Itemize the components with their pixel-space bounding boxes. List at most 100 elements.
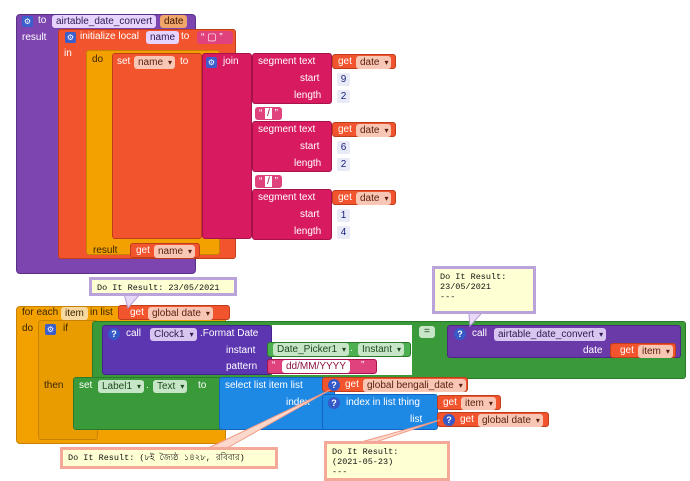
set-var-dropdown[interactable]: name [134,56,176,69]
segment-block-2[interactable] [252,121,332,172]
length-number[interactable]: 2 [337,90,350,103]
instant-label: instant [226,345,256,356]
procedure-result-label: result [22,32,47,43]
label-prop-dropdown[interactable]: Text [153,380,188,393]
segment-text-label: segment text [258,56,316,67]
for-each-label: for each [22,307,59,318]
join-gear-icon[interactable]: ⚙ [206,57,217,68]
start-label: start [300,209,320,220]
do-it-result-note-2: Do It Result: 23/05/2021 --- [432,266,536,314]
label-component-dropdown[interactable]: Label1 [98,380,145,393]
join-block[interactable] [202,53,252,239]
get-label: get [338,124,352,135]
set-label: set [117,56,131,67]
quote-close: ” [361,360,365,371]
get-label: get [338,56,352,67]
quote-open: “ [272,360,276,371]
help-icon[interactable]: ? [443,414,455,426]
index-in-list-label: index in list thing [346,397,420,408]
if-gear-icon[interactable]: ⚙ [45,324,56,335]
initialize-local-label: initialize local [80,31,139,42]
help-icon[interactable]: ? [328,397,340,409]
length-label: length [294,158,322,169]
segment-block-1[interactable] [252,53,332,104]
get-label: get [345,379,359,390]
pattern-value[interactable]: dd/MM/YYYY [282,360,351,373]
get-name-dropdown[interactable]: name [154,245,196,258]
get-var-dropdown[interactable]: date [356,192,392,205]
segment-block-3[interactable] [252,189,332,240]
do-label: do [92,54,104,65]
note-text: Do It Result: 23/05/2021 [97,283,220,293]
sep-text: / [265,108,272,119]
date-picker-dropdown[interactable]: Date_Picker1 [273,343,350,356]
clock-component-dropdown[interactable]: Clock1 [150,328,197,341]
join-label: join [223,56,239,67]
get-label: get [443,397,457,408]
start-number[interactable]: 9 [337,73,350,86]
length-number[interactable]: 2 [337,158,350,171]
get-label: get [620,345,634,356]
help-icon[interactable]: ? [328,379,340,391]
global-date-dropdown[interactable]: global date [148,307,213,320]
help-icon[interactable]: ? [108,328,120,340]
length-label: length [294,226,322,237]
get-label: get [338,192,352,203]
start-number[interactable]: 1 [337,209,350,222]
separator-string-1[interactable]: “ / ” [255,107,282,120]
segment-text-label: segment text [258,124,316,135]
get-var-dropdown[interactable]: date [356,124,392,137]
procedure-name-field[interactable]: airtable_date_convert [52,15,157,28]
index-label: index [286,397,310,408]
initialize-gear-icon[interactable]: ⚙ [65,32,76,43]
segment-text-label: segment text [258,192,316,203]
dot-sep: . [146,380,149,391]
separator-string-2[interactable]: “ / ” [255,175,282,188]
local-var-name[interactable]: name [146,31,180,44]
help-icon[interactable]: ? [454,328,466,340]
to-label: to [198,380,207,391]
procedure-to-label: to [38,15,47,26]
procedure-param[interactable]: date [160,15,188,28]
format-method-label: .Format Date [200,328,259,339]
instant-prop-dropdown[interactable]: Instant [358,343,405,356]
for-each-item-var[interactable]: item [61,307,88,320]
in-list-label: in list [90,307,113,318]
note-text: Do It Result: 23/05/2021 --- [440,272,507,302]
set-name-block[interactable] [112,53,202,239]
date-arg-label: date [583,345,603,356]
get-label: get [460,414,474,425]
bengali-var-dropdown[interactable]: global bengali_date [363,379,466,392]
result-label: result [93,245,118,256]
start-label: start [300,141,320,152]
empty-string-block[interactable]: “ ▢ ” [197,31,233,44]
length-number[interactable]: 4 [337,226,350,239]
get-item-dropdown[interactable]: item [461,397,496,410]
format-date-block[interactable] [102,325,272,375]
procedure-gear-icon[interactable]: ⚙ [22,16,33,27]
do-it-result-note-3: Do It Result: (৮ই জ্যৈষ্ঠ ১৪২৮, রবিবার) [60,447,278,469]
get-var-dropdown[interactable]: date [356,56,392,69]
dot-sep: . [350,343,353,354]
do-it-result-note-1: Do It Result: 23/05/2021 [89,277,237,296]
do-it-result-note-4: Do It Result: (2021-05-23) --- [324,441,450,481]
then-label: then [44,380,64,391]
start-number[interactable]: 6 [337,141,350,154]
list-label: list [410,414,423,425]
global-date-dropdown[interactable]: global date [478,414,543,427]
get-item-dropdown[interactable]: item [638,345,673,358]
pattern-label: pattern [226,361,258,372]
if-label: if [63,323,68,334]
set-label: set [79,380,93,391]
note-text: Do It Result: (2021-05-23) --- [332,447,399,477]
initialize-to-label: to [181,31,190,42]
set-to-label: to [180,56,189,67]
call-label: call [126,328,142,339]
get-label: get [136,245,150,256]
do-label: do [22,323,34,334]
select-list-item-label: select list item list [225,380,303,391]
call-label: call [472,328,488,339]
note-text: Do It Result: (৮ই জ্যৈষ্ঠ ১৪২৮, রবিবার) [68,453,245,463]
call-proc-dropdown[interactable]: airtable_date_convert [494,328,607,341]
equals-op[interactable]: = [419,326,435,338]
